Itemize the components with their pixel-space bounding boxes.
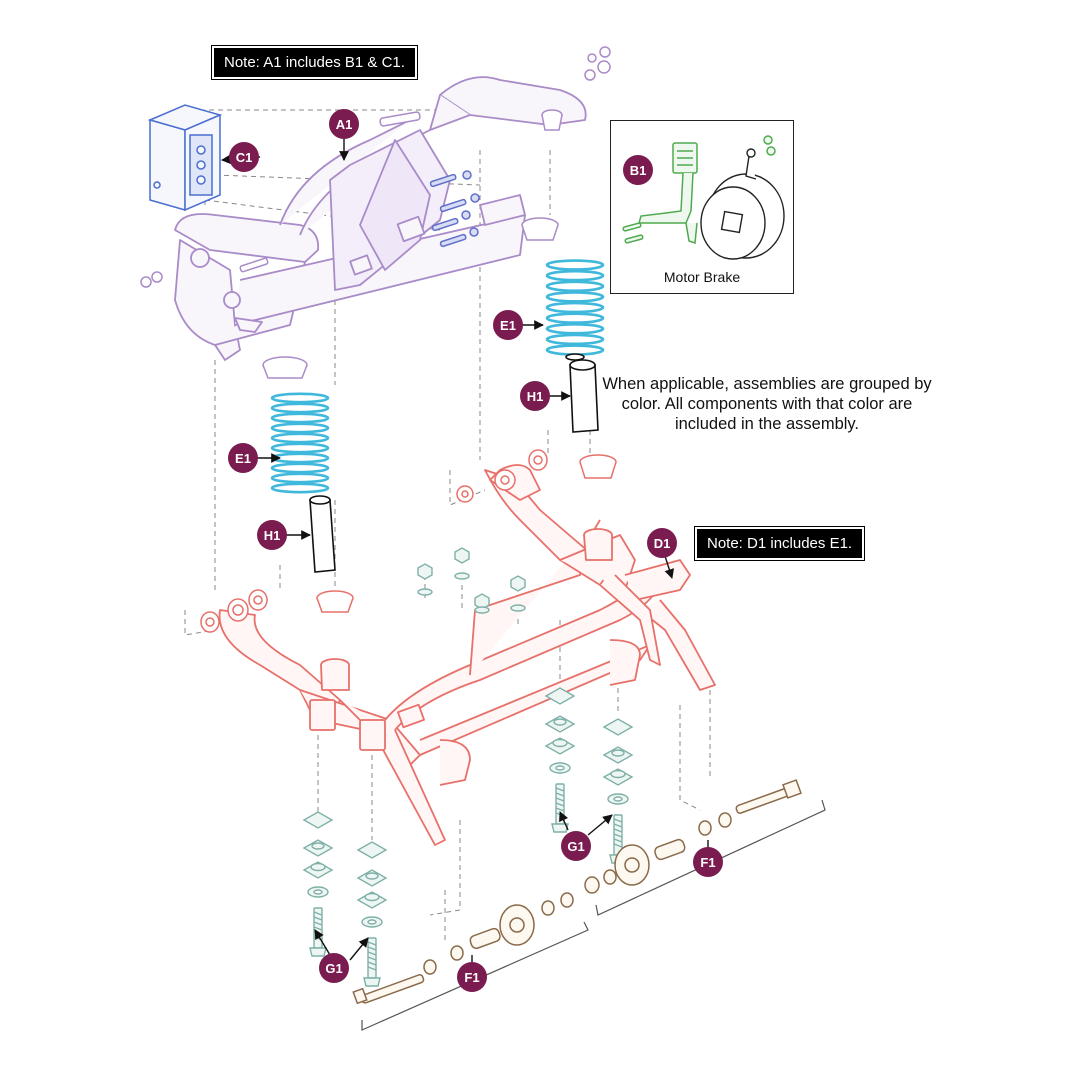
stack-left-b	[356, 841, 388, 987]
hardware-stacks-g1	[302, 687, 634, 987]
wheel-assemblies-f1	[352, 779, 802, 1005]
controller-c1	[147, 104, 223, 212]
color-legend-text: When applicable, assemblies are grouped …	[602, 375, 932, 433]
bump-stops-h1	[309, 353, 599, 573]
motor-brake-artwork	[622, 135, 785, 260]
spring-e1-lower	[270, 392, 330, 494]
motor-brake-disc	[700, 148, 785, 260]
a1-screws	[429, 170, 480, 248]
spring-e1-upper	[545, 259, 605, 356]
frame-d1	[218, 464, 716, 846]
note-a1: Note: A1 includes B1 & C1.	[211, 45, 418, 80]
inset-caption: Motor Brake	[663, 269, 741, 285]
a1-hardware	[140, 46, 611, 379]
top-nuts	[417, 547, 526, 614]
note-d1: Note: D1 includes E1.	[693, 526, 866, 561]
d1-hardware	[200, 449, 617, 633]
brake-b1-part	[622, 135, 776, 245]
motor-brake-inset: Motor Brake	[610, 120, 794, 294]
stack-right-a	[544, 687, 576, 833]
springs-e1	[270, 259, 605, 494]
stack-right-b	[602, 718, 634, 864]
